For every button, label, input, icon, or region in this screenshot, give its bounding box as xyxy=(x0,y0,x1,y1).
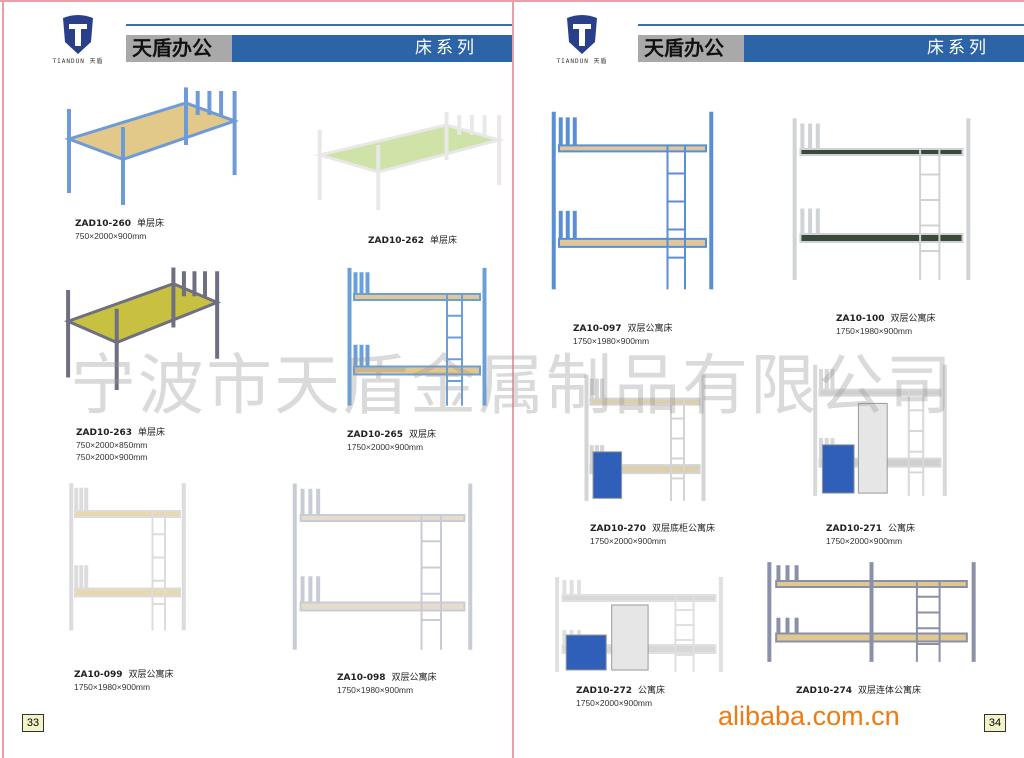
product-name: 双层连体公寓床 xyxy=(858,685,922,695)
bed-deck xyxy=(799,148,964,156)
logo: TIANDUN 天盾 xyxy=(43,14,113,65)
bed-image xyxy=(555,577,723,672)
bed-image xyxy=(813,364,947,496)
bed-image xyxy=(69,483,186,631)
cabinet-door xyxy=(592,451,623,499)
bed-deck xyxy=(558,144,707,153)
header-rule xyxy=(126,24,512,26)
product-dimensions: 750×2000×850mm xyxy=(76,440,148,450)
bed-deck xyxy=(74,510,181,518)
shelf-unit xyxy=(611,604,649,671)
bed-image xyxy=(551,111,714,290)
product-model: ZAD10-265 xyxy=(347,430,404,440)
product-model: ZAD10-270 xyxy=(590,524,647,534)
bed-deck xyxy=(799,233,964,243)
page-border-left xyxy=(2,0,4,758)
product-model: ZA10-098 xyxy=(337,673,386,683)
product-dimensions: 1750×2000×900mm xyxy=(576,698,653,708)
product-dimensions: 1750×2000×900mm xyxy=(347,442,424,452)
bed-image xyxy=(792,118,971,280)
series-title: 床系列 xyxy=(232,35,512,62)
product-caption: ZAD10-270 双层底柜公寓床 1750×2000×900mm xyxy=(590,522,715,547)
product-name: 双层公寓床 xyxy=(627,323,673,333)
product-model: ZAD10-262 xyxy=(368,236,425,246)
cabinet-door xyxy=(821,444,855,494)
product-dimensions: 1750×1980×900mm xyxy=(573,336,650,346)
product-caption: ZAD10-271 公寓床 1750×2000×900mm xyxy=(826,522,915,547)
bed-deck xyxy=(561,594,717,602)
bed-deck xyxy=(353,365,481,376)
brand-label: 天盾办公 xyxy=(126,35,232,62)
product-dimensions: 1750×2000×900mm xyxy=(590,536,667,546)
page-number-right: 34 xyxy=(984,714,1006,732)
page-number-left: 33 xyxy=(22,714,44,732)
product-caption: ZAD10-262 单层床 xyxy=(368,234,457,247)
product-name: 公寓床 xyxy=(638,685,666,695)
product-caption: ZAD10-263 单层床 750×2000×850mm 750×2000×900mm xyxy=(76,426,165,463)
product-caption: ZA10-098 双层公寓床 1750×1980×900mm xyxy=(337,671,437,696)
product-model: ZAD10-271 xyxy=(826,524,883,534)
bed-image xyxy=(292,483,473,650)
product-name: 单层床 xyxy=(138,427,166,437)
product-model: ZAD10-263 xyxy=(76,428,133,438)
header-rule xyxy=(638,24,1024,26)
bed-image xyxy=(767,562,976,662)
product-caption: ZAD10-265 双层床 1750×2000×900mm xyxy=(347,428,436,453)
product-name: 双层公寓床 xyxy=(890,313,936,323)
product-name: 双层公寓床 xyxy=(128,669,174,679)
bed-deck xyxy=(558,237,707,248)
product-model: ZAD10-260 xyxy=(75,219,132,229)
product-name: 双层底柜公寓床 xyxy=(652,523,716,533)
shelf-unit xyxy=(857,402,888,494)
product-model: ZA10-099 xyxy=(74,670,123,680)
product-name: 双层公寓床 xyxy=(391,672,437,682)
logo-text: TIANDUN 天盾 xyxy=(52,58,104,65)
product-caption: ZA10-099 双层公寓床 1750×1980×900mm xyxy=(74,668,174,693)
product-model: ZAD10-274 xyxy=(796,686,853,696)
product-model: ZAD10-272 xyxy=(576,686,633,696)
bed-image xyxy=(64,87,240,205)
shield-logo-icon xyxy=(567,15,597,54)
product-model: ZA10-100 xyxy=(836,314,885,324)
product-name: 单层床 xyxy=(430,235,458,245)
bed-deck xyxy=(74,587,181,598)
product-caption: ZAD10-274 双层连体公寓床 xyxy=(796,684,921,697)
cabinet-door xyxy=(565,634,607,671)
bed-deck xyxy=(589,397,701,406)
product-caption: ZAD10-260 单层床 750×2000×900mm xyxy=(75,217,164,242)
brand-label: 天盾办公 xyxy=(638,35,744,62)
series-title: 床系列 xyxy=(744,35,1024,62)
product-dimensions: 750×2000×900mm xyxy=(75,231,147,241)
product-caption: ZA10-100 双层公寓床 1750×1980×900mm xyxy=(836,312,936,337)
product-dimensions: 1750×1980×900mm xyxy=(836,326,913,336)
product-name: 单层床 xyxy=(137,218,165,228)
product-dimensions: 1750×2000×900mm xyxy=(826,536,903,546)
logo: TIANDUN 天盾 xyxy=(547,14,617,65)
product-dimensions: 750×2000×900mm xyxy=(76,452,148,462)
shield-logo-icon xyxy=(63,15,93,54)
product-name: 公寓床 xyxy=(888,523,916,533)
bed-deck xyxy=(353,293,481,301)
site-watermark: alibaba.com.cn xyxy=(718,701,900,731)
bed-image xyxy=(584,374,706,502)
product-dimensions: 1750×1980×900mm xyxy=(74,682,151,692)
bed-deck xyxy=(299,514,466,522)
product-caption: ZA10-097 双层公寓床 1750×1980×900mm xyxy=(573,322,673,347)
product-dimensions: 1750×1980×900mm xyxy=(337,685,414,695)
bed-image xyxy=(313,112,505,210)
bed-image xyxy=(64,267,222,390)
product-name: 双层床 xyxy=(409,429,437,439)
bed-image xyxy=(347,267,487,406)
product-model: ZA10-097 xyxy=(573,324,622,334)
product-caption: ZAD10-272 公寓床 1750×2000×900mm xyxy=(576,684,665,709)
page-divider xyxy=(512,0,514,758)
bed-deck xyxy=(299,601,466,612)
bed-deck xyxy=(818,388,942,397)
logo-text: TIANDUN 天盾 xyxy=(556,58,608,65)
